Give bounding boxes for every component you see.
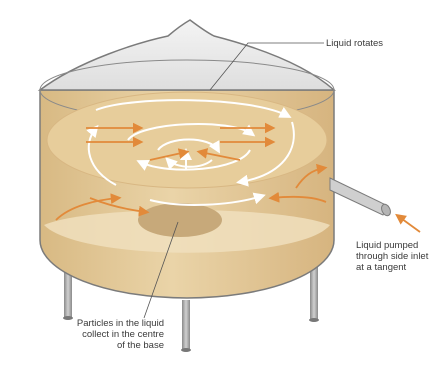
leg-front — [182, 300, 190, 350]
side-inlet-pipe — [330, 178, 392, 217]
label-liquid-rotates: Liquid rotates — [326, 38, 383, 49]
inlet-arrow — [398, 216, 420, 232]
label-side-inlet: Liquid pumped through side inlet at a ta… — [356, 240, 448, 273]
label-particles: Particles in the liquid collect in the c… — [22, 318, 164, 351]
tank-roof — [40, 20, 334, 90]
sediment-pile — [138, 203, 222, 237]
